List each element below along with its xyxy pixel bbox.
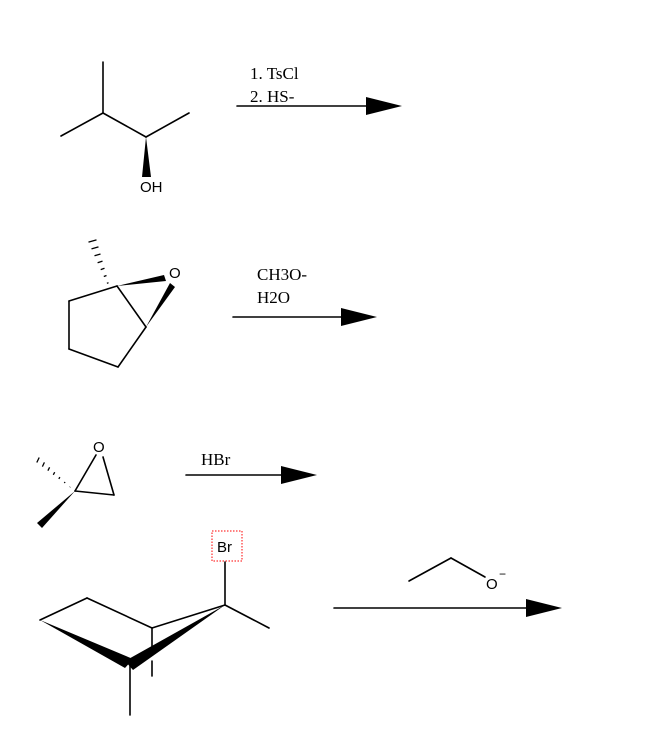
substrate-1-skeleton bbox=[60, 61, 190, 138]
reaction-arrow bbox=[236, 97, 402, 115]
wedge-bond bbox=[142, 137, 151, 177]
epoxide-oxygen-label: O bbox=[93, 439, 105, 456]
reaction-arrow bbox=[232, 308, 377, 326]
reagent-acid: HBr bbox=[201, 450, 231, 469]
reaction-1: OH 1. TsCl 2. HS- bbox=[60, 61, 402, 196]
reaction-3: O HBr bbox=[36, 439, 317, 528]
reagent-step-2: 2. HS- bbox=[250, 87, 295, 106]
hashed-methyl-bond bbox=[88, 239, 109, 284]
reaction-arrow bbox=[333, 599, 562, 617]
ethoxide-reagent: O − bbox=[408, 557, 506, 593]
reaction-2: O CH3O- H2O bbox=[68, 239, 377, 368]
negative-charge: − bbox=[499, 567, 506, 581]
substrate-2-skeleton bbox=[68, 285, 147, 368]
wedge-bond bbox=[117, 275, 166, 286]
hashed-methyl-bond bbox=[36, 457, 71, 488]
reagent-solvent: H2O bbox=[257, 288, 290, 307]
substrate-4-skeleton bbox=[39, 561, 270, 716]
reaction-arrow bbox=[185, 466, 317, 484]
substrate-3-skeleton bbox=[74, 454, 115, 496]
reagent-nucleophile: CH3O- bbox=[257, 265, 307, 284]
epoxide-oxygen-label: O bbox=[169, 265, 181, 282]
bromine-label: Br bbox=[217, 539, 232, 556]
reagent-step-1: 1. TsCl bbox=[250, 64, 299, 83]
wedge-bond bbox=[37, 491, 75, 528]
bromine-highlight-box bbox=[211, 530, 243, 562]
wedge-bond bbox=[40, 620, 133, 668]
wedge-bond bbox=[146, 283, 175, 327]
reaction-4: Br O − bbox=[39, 530, 562, 716]
wedge-bond bbox=[125, 605, 225, 670]
oxygen-label: O bbox=[486, 576, 498, 593]
hydroxyl-label: OH bbox=[140, 179, 163, 196]
